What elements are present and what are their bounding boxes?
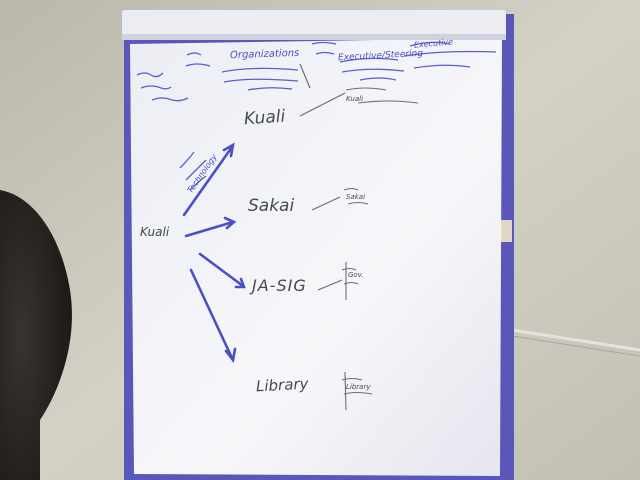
note-scribble-10 xyxy=(341,377,363,381)
side-note-kuali: Kuali xyxy=(346,95,364,103)
connector-jasig xyxy=(317,279,343,291)
note-scribble-3 xyxy=(221,67,299,73)
note-scribble-7 xyxy=(345,87,387,91)
arrow-to-sakai xyxy=(184,220,235,238)
note-scribble-9 xyxy=(341,267,357,271)
side-note-gov: Gov. xyxy=(348,271,364,279)
note-scribble-8 xyxy=(343,187,359,191)
side-note-sakai: Sakai xyxy=(346,193,366,201)
node-label-sakai: Sakai xyxy=(248,196,295,216)
source-label: Kuali xyxy=(140,225,170,239)
node-label-library: Library xyxy=(255,374,309,396)
arrow-to-jasig xyxy=(198,252,245,288)
rail-glare xyxy=(500,220,512,242)
note-scribble-4 xyxy=(311,41,337,45)
flipchart-board xyxy=(130,38,502,476)
connector-sakai xyxy=(311,196,341,211)
flipchart-top-bar xyxy=(122,10,506,40)
note-scribble-6 xyxy=(179,151,195,169)
person-silhouette xyxy=(0,190,72,480)
note-scribble-2 xyxy=(186,52,202,56)
note-scribble-1 xyxy=(136,72,164,78)
node-label-jasig: JA-SIG xyxy=(252,276,307,295)
node-label-kuali: Kuali xyxy=(243,106,286,130)
note-scribble-5 xyxy=(409,41,451,47)
arrow-to-library xyxy=(189,268,234,360)
wall-trim xyxy=(511,328,640,352)
connector-kuali xyxy=(299,92,346,117)
side-note-library: Library xyxy=(346,383,371,391)
arrow-to-kuali xyxy=(182,145,234,217)
